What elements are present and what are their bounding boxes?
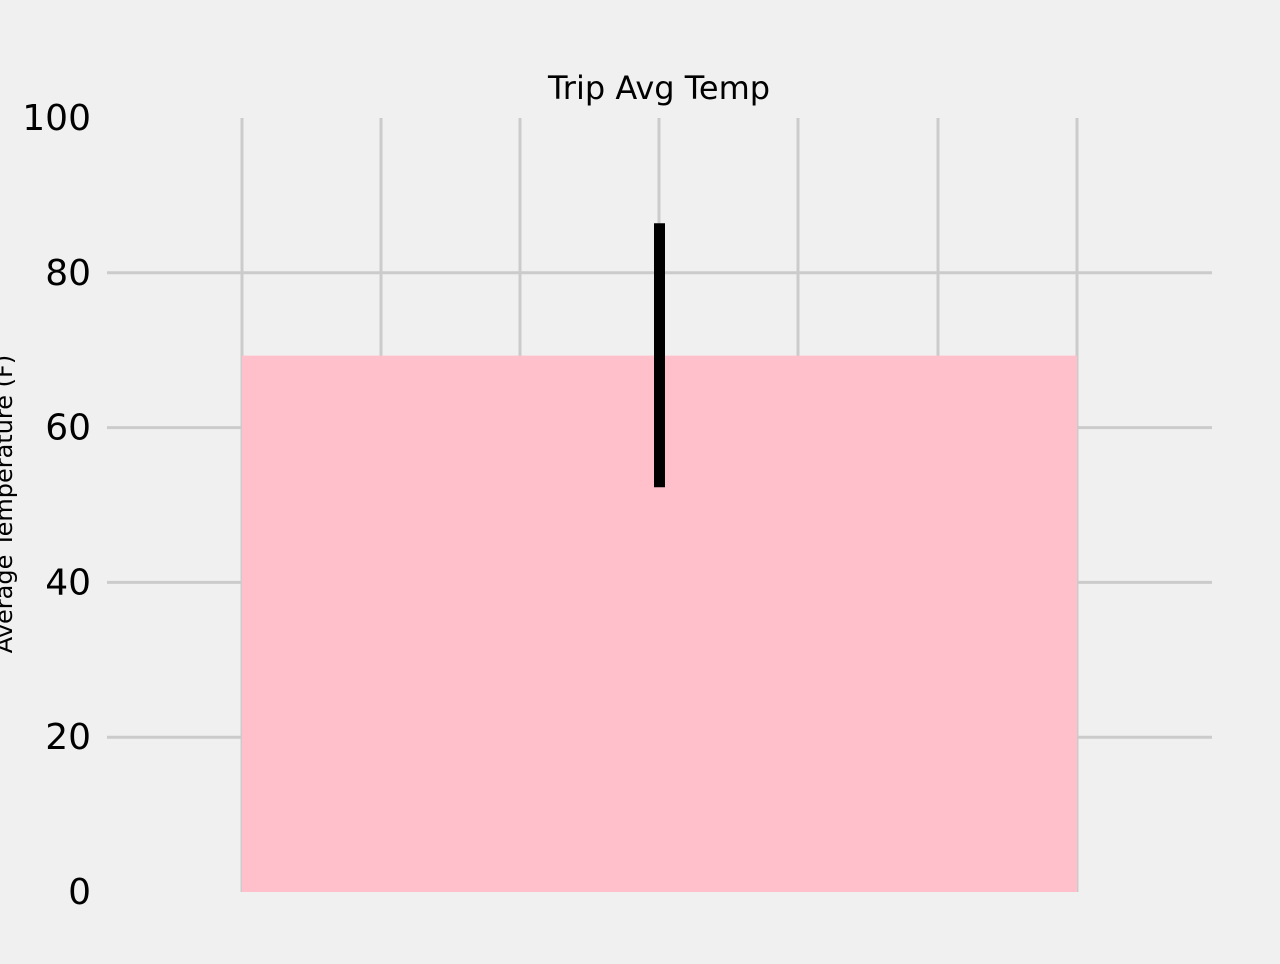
y-tick-label: 40 <box>45 562 91 603</box>
chart-title: Trip Avg Temp <box>547 69 770 107</box>
y-tick-label: 80 <box>45 253 91 294</box>
y-tick-label: 100 <box>22 98 91 139</box>
y-axis-label: Average Temperature (F) <box>0 355 18 653</box>
y-tick-label: 0 <box>68 872 91 913</box>
y-tick-label: 20 <box>45 717 91 758</box>
y-tick-labels: 0 20 40 60 80 100 <box>22 98 91 913</box>
y-tick-label: 60 <box>45 408 91 449</box>
